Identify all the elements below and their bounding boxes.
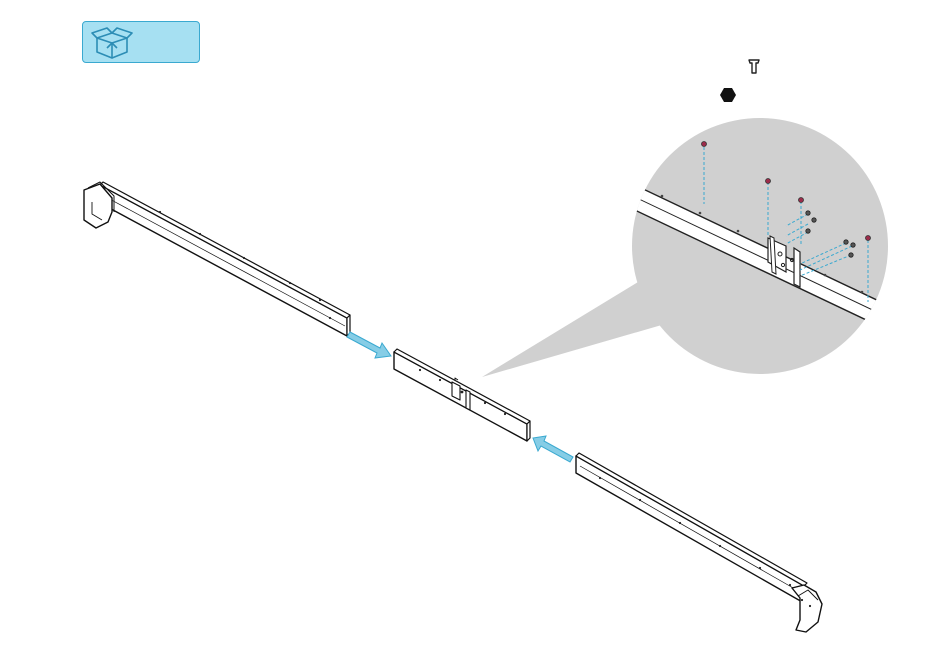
right-side-rail	[576, 453, 822, 632]
left-side-rail	[84, 182, 350, 336]
assembly-arrow-right	[347, 332, 391, 358]
assembly-arrow-left	[533, 436, 573, 462]
detail-callout	[482, 118, 940, 377]
